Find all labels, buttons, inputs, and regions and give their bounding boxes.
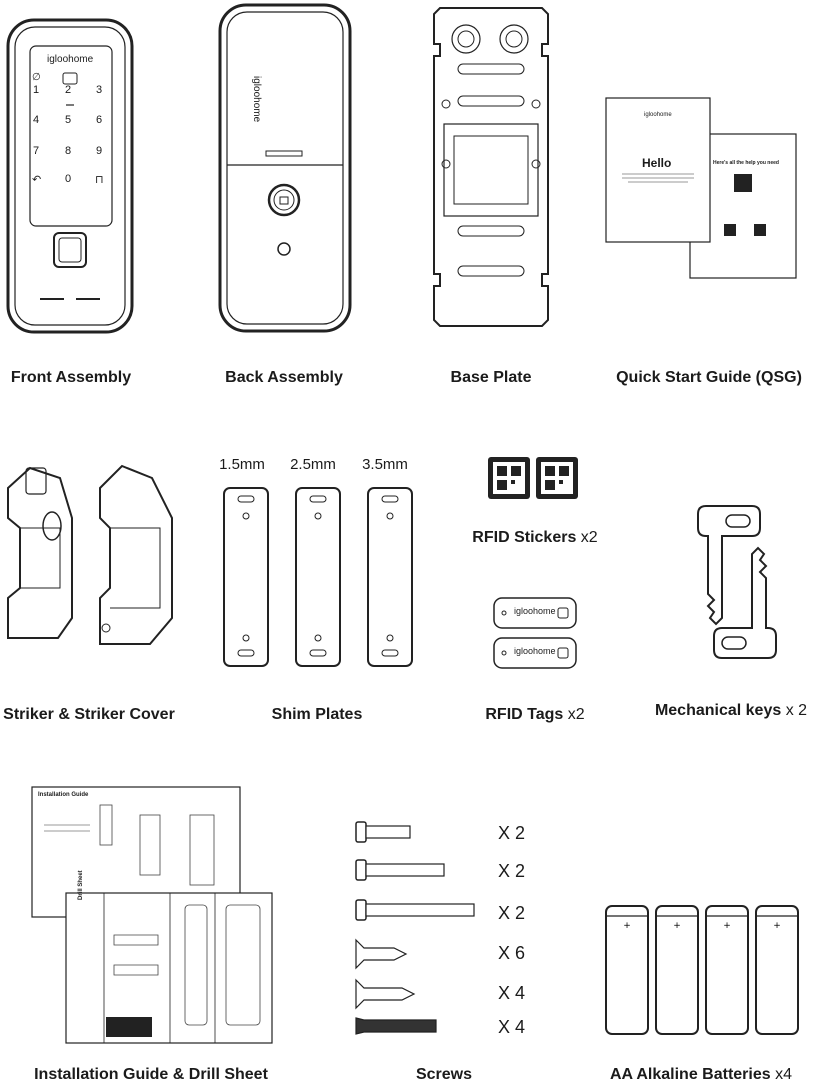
- label-batteries: AA Alkaline Batteries x4: [610, 1066, 792, 1083]
- qsg-help-text: Here's all the help you need: [713, 160, 779, 166]
- screw-qty-3: X 2: [498, 903, 526, 923]
- back-assembly-illustration: [218, 3, 352, 333]
- keypad-key-7[interactable]: 7: [33, 145, 40, 157]
- label-qsg: Quick Start Guide (QSG): [616, 369, 802, 386]
- screw-qty-4: X 6: [498, 943, 526, 963]
- shim-thickness-1: 1.5mm: [219, 456, 265, 473]
- svg-text:+: +: [623, 921, 631, 931]
- screws-illustration: [355, 821, 475, 1035]
- label-striker: Striker & Striker Cover: [3, 706, 175, 723]
- rfid-tag-brand-1: igloohome: [514, 606, 556, 616]
- keypad-key-5[interactable]: 5: [65, 114, 72, 126]
- label-mech-keys: Mechanical keys x 2: [654, 702, 808, 719]
- back-brand-text: igloohome: [251, 76, 262, 123]
- base-plate-illustration: [433, 7, 549, 327]
- bell-off-icon: ∅: [32, 72, 41, 83]
- keypad-key-1[interactable]: 1: [33, 84, 40, 96]
- keypad-key-8[interactable]: 8: [65, 145, 72, 157]
- front-assembly-illustration: [6, 18, 134, 334]
- label-back-assembly: Back Assembly: [225, 369, 343, 386]
- keypad-key-6[interactable]: 6: [96, 114, 103, 126]
- front-brand-text: igloohome: [47, 54, 94, 65]
- label-install-guide: Installation Guide & Drill Sheet: [34, 1066, 268, 1083]
- label-base-plate: Base Plate: [450, 369, 532, 386]
- lock-icon[interactable]: ⊓: [95, 174, 104, 186]
- shim-thickness-3: 3.5mm: [362, 456, 408, 473]
- screw-qty-2: X 2: [498, 861, 526, 881]
- qsg-illustration: [605, 97, 797, 279]
- keypad-key-4[interactable]: 4: [33, 114, 40, 126]
- mechanical-keys-illustration: [697, 505, 777, 659]
- keypad-key-9[interactable]: 9: [96, 145, 103, 157]
- keypad-key-2[interactable]: 2: [65, 84, 72, 96]
- label-rfid-stickers: RFID Stickers x2: [472, 529, 598, 546]
- shim-thickness-2: 2.5mm: [290, 456, 336, 473]
- batteries-illustration: + + + +: [605, 905, 799, 1035]
- screw-qty-5: X 4: [498, 983, 526, 1003]
- svg-text:+: +: [773, 921, 781, 931]
- rfid-tag-brand-2: igloohome: [514, 646, 556, 656]
- rfid-tags-illustration: [493, 597, 577, 669]
- qsg-brand: igloohome: [644, 112, 672, 118]
- label-screws: Screws: [415, 1066, 473, 1083]
- keypad-key-3[interactable]: 3: [96, 84, 103, 96]
- back-arrow-icon[interactable]: ↶: [32, 174, 42, 186]
- drill-sheet-title: Drill Sheet: [78, 870, 84, 900]
- shim-plates-illustration: [223, 487, 413, 667]
- label-rfid-tags: RFID Tags x2: [485, 706, 585, 723]
- install-guide-title: Installation Guide: [38, 792, 89, 798]
- screw-qty-1: X 2: [498, 823, 526, 843]
- striker-illustration: [7, 464, 173, 645]
- screw-qty-6: X 4: [498, 1017, 526, 1037]
- qsg-hello: Hello: [642, 156, 672, 170]
- label-shim-plates: Shim Plates: [271, 706, 363, 723]
- rfid-stickers-illustration: [488, 457, 578, 499]
- keypad-key-0[interactable]: 0: [65, 173, 72, 185]
- svg-text:+: +: [723, 921, 731, 931]
- install-guide-illustration: [31, 786, 273, 1044]
- svg-text:+: +: [673, 921, 681, 931]
- label-front-assembly: Front Assembly: [10, 369, 132, 386]
